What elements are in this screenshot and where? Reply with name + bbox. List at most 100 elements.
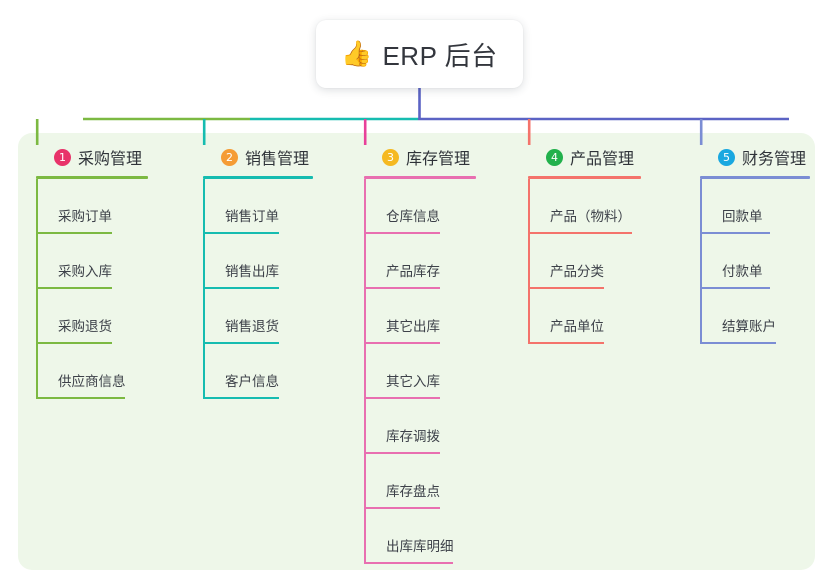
branch-leaf-list: 销售订单销售出库销售退货客户信息 [203,179,313,399]
leaf-node[interactable]: 产品库存 [364,234,476,289]
branch-column-2: 2 销售管理销售订单销售出库销售退货客户信息 [203,145,313,399]
leaf-underline [203,232,279,234]
leaf-label: 采购入库 [58,264,112,279]
leaf-label: 库存调拨 [386,429,440,444]
leaf-label: 采购退货 [58,319,112,334]
root-node-title: ERP 后台 [382,40,498,71]
leaf-underline [364,562,453,564]
leaf-underline [528,342,604,344]
leaf-label: 产品（物料） [550,209,631,224]
leaf-underline [203,287,279,289]
leaf-label: 产品库存 [386,264,440,279]
thumbs-up-icon: 👍 [341,39,373,68]
leaf-label: 付款单 [722,264,763,279]
leaf-label: 产品单位 [550,319,604,334]
branch-header-2[interactable]: 2 销售管理 [203,145,313,169]
branch-number-badge: 1 [54,148,71,166]
branch-spine [203,179,205,399]
leaf-node[interactable]: 出库库明细 [364,509,476,564]
leaf-label: 客户信息 [225,374,279,389]
leaf-node[interactable]: 结算账户 [700,289,810,344]
leaf-label: 产品分类 [550,264,604,279]
leaf-underline [203,342,279,344]
leaf-underline [528,232,632,234]
leaf-node[interactable]: 客户信息 [203,344,313,399]
leaf-underline [203,397,279,399]
branch-underline [36,176,148,179]
leaf-node[interactable]: 采购退货 [36,289,148,344]
leaf-node[interactable]: 付款单 [700,234,810,289]
branch-column-4: 4 产品管理产品（物料） 产品分类产品单位 [528,145,641,344]
branch-spine [36,179,38,399]
leaf-underline [36,342,112,344]
branch-number-badge: 4 [546,148,563,166]
branch-header-5[interactable]: 5 财务管理 [700,145,810,169]
leaf-node[interactable]: 回款单 [700,179,810,234]
leaf-node[interactable]: 供应商信息 [36,344,148,399]
leaf-underline [364,232,440,234]
branch-underline [364,176,476,179]
leaf-label: 结算账户 [722,319,776,334]
branch-number-badge: 5 [718,148,735,166]
leaf-node[interactable]: 产品分类 [528,234,641,289]
leaf-node[interactable]: 其它入库 [364,344,476,399]
branch-column-3: 3 库存管理仓库信息产品库存其它出库其它入库库存调拨库存盘点出库库明细 [364,145,476,564]
root-node-card[interactable]: 👍 ERP 后台 [316,20,523,88]
leaf-node[interactable]: 库存调拨 [364,399,476,454]
leaf-label: 销售订单 [225,209,279,224]
leaf-underline [36,397,125,399]
leaf-node[interactable]: 产品单位 [528,289,641,344]
leaf-underline [36,232,112,234]
leaf-label: 采购订单 [58,209,112,224]
diagram-background-panel [18,133,815,570]
branch-spine [364,179,366,564]
branch-column-5: 5 财务管理回款单付款单结算账户 [700,145,810,344]
branch-header-1[interactable]: 1 采购管理 [36,145,148,169]
leaf-label: 销售出库 [225,264,279,279]
branch-leaf-list: 仓库信息产品库存其它出库其它入库库存调拨库存盘点出库库明细 [364,179,476,564]
branch-number-badge: 3 [382,148,399,166]
branch-column-1: 1 采购管理采购订单采购入库采购退货供应商信息 [36,145,148,399]
leaf-underline [700,232,770,234]
leaf-label: 库存盘点 [386,484,440,499]
leaf-label: 出库库明细 [386,539,454,554]
leaf-underline [364,397,440,399]
branch-title: 产品管理 [570,151,635,168]
leaf-node[interactable]: 采购订单 [36,179,148,234]
branch-title: 销售管理 [245,151,310,168]
leaf-underline [528,287,604,289]
branch-title: 库存管理 [406,151,471,168]
branch-underline [700,176,810,179]
leaf-underline [364,507,440,509]
branch-header-4[interactable]: 4 产品管理 [528,145,641,169]
leaf-node[interactable]: 库存盘点 [364,454,476,509]
branch-spine [528,179,530,344]
leaf-label: 其它入库 [386,374,440,389]
branch-leaf-list: 采购订单采购入库采购退货供应商信息 [36,179,148,399]
leaf-underline [364,287,440,289]
leaf-node[interactable]: 产品（物料） [528,179,641,234]
branch-leaf-list: 产品（物料） 产品分类产品单位 [528,179,641,344]
leaf-label: 供应商信息 [58,374,126,389]
leaf-node[interactable]: 其它出库 [364,289,476,344]
leaf-underline [364,342,440,344]
leaf-node[interactable]: 销售订单 [203,179,313,234]
branch-leaf-list: 回款单付款单结算账户 [700,179,810,344]
leaf-node[interactable]: 采购入库 [36,234,148,289]
leaf-underline [700,287,770,289]
leaf-node[interactable]: 销售出库 [203,234,313,289]
leaf-node[interactable]: 销售退货 [203,289,313,344]
leaf-label: 仓库信息 [386,209,440,224]
branch-number-badge: 2 [221,148,238,166]
branch-underline [203,176,313,179]
leaf-underline [364,452,440,454]
leaf-node[interactable]: 仓库信息 [364,179,476,234]
leaf-underline [700,342,776,344]
leaf-underline [36,287,112,289]
leaf-label: 销售退货 [225,319,279,334]
leaf-label: 回款单 [722,209,763,224]
branch-title: 财务管理 [742,151,807,168]
branch-title: 采购管理 [78,151,143,168]
branch-header-3[interactable]: 3 库存管理 [364,145,476,169]
